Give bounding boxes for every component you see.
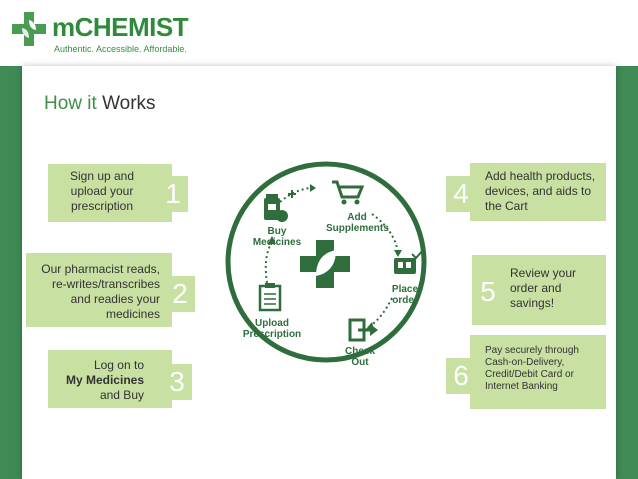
step-3-number: 3 (162, 364, 192, 400)
stage-buy-medicines: Buy Medicines (252, 226, 302, 248)
step-3-my-medicines: My Medicines (65, 373, 144, 387)
step-4-box (470, 163, 606, 221)
step-1-box (48, 164, 172, 222)
step-5-number: 5 (473, 274, 503, 310)
step-4-text: Add health products, devices, and aids t… (485, 169, 596, 213)
step-3-text-after: and Buy (99, 388, 144, 402)
title-accent: How it (44, 93, 97, 114)
stage-upload-prescription: Upload Prescription (242, 318, 302, 340)
cross-leaf-icon (300, 240, 350, 288)
order-check-icon (394, 248, 425, 274)
step-6-box (470, 335, 606, 409)
step-5-text: Review your order and savings! (510, 266, 577, 310)
cycle-ring (225, 161, 427, 363)
arrow-upload-to-buy (264, 241, 273, 289)
arrow-buy-to-add (279, 187, 311, 203)
step-1-text: Sign up and upload your prescription (69, 169, 135, 213)
prescription-clipboard-icon (258, 283, 282, 312)
step-6-number: 6 (446, 358, 476, 394)
stage-add-supplements: Add Supplements (326, 212, 389, 234)
step-4-number: 4 (446, 176, 476, 212)
step-2-number: 2 (165, 276, 195, 312)
step-2-box (26, 253, 172, 327)
cross-logo-icon (12, 12, 46, 46)
title-rest: Works (102, 93, 156, 114)
checkout-arrow-icon (348, 318, 378, 342)
process-cycle (225, 161, 427, 363)
step-6-text: Pay securely through Cash-on-Delivery, C… (485, 345, 579, 392)
step-3-text: Log on to My Medicines and Buy (54, 358, 144, 403)
shopping-cart-icon (332, 180, 365, 205)
step-3-box (48, 350, 172, 408)
brand-logo[interactable]: mCHEMIST Authentic. Accessible. Affordab… (8, 6, 189, 58)
step-2-text: Our pharmacist reads, re-writes/transcri… (41, 262, 160, 321)
brand-name: mCHEMIST (52, 12, 189, 42)
page-title: How it Works (44, 93, 156, 115)
stage-check-out: Check Out (344, 346, 375, 368)
stage-place-order: Place order (391, 284, 419, 306)
brand-tagline: Authentic. Accessible. Affordable. (54, 44, 187, 54)
arrow-place-to-check (369, 297, 393, 327)
medicine-bottle-plus-icon (264, 190, 296, 222)
step-3-text-before: Log on to (93, 358, 144, 372)
step-1-number: 1 (158, 176, 188, 212)
